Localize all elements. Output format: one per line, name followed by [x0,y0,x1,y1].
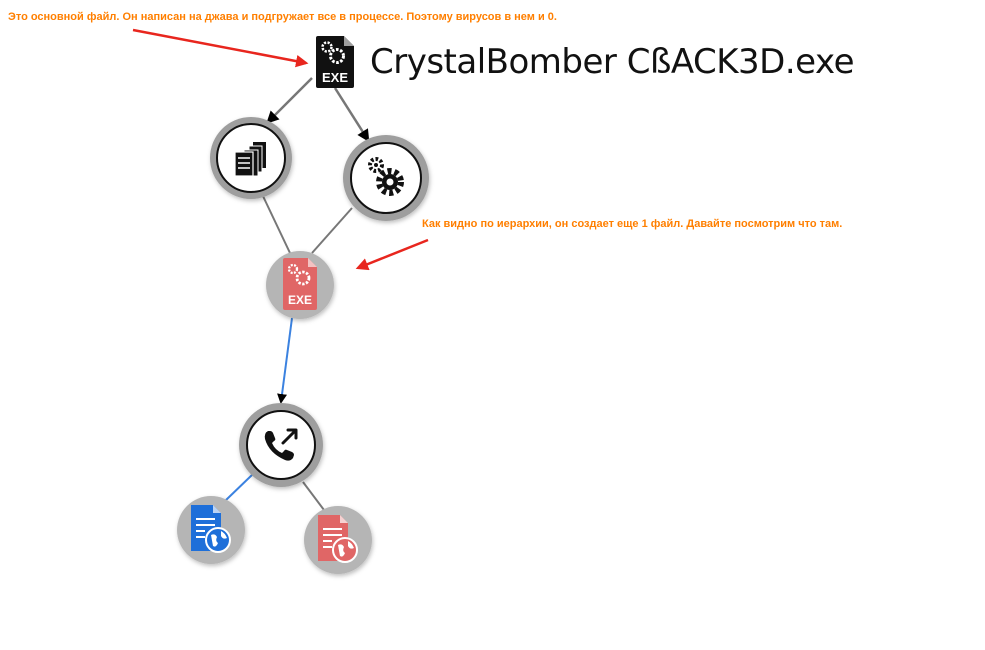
phone-call-icon [264,428,298,461]
node-root-exe[interactable]: EXE [316,36,354,88]
exe-badge-text: EXE [322,70,348,85]
gears-icon [368,157,404,196]
edge-files-to-dropped-exe [261,193,291,254]
edge-root-to-files [266,77,313,124]
edge-processes-to-dropped-exe [311,207,353,254]
root-file-title: CrystalBomber CßACK3D.exe [370,42,855,82]
web-document-icon [191,505,231,553]
annotation-arrow-child [355,238,429,271]
node-web-doc-clean[interactable] [177,496,245,564]
node-processes[interactable] [343,135,429,221]
edge-dropped-exe-to-network [277,317,293,404]
edge-network-to-web-doc-flagged [302,481,325,511]
exe-badge-text: EXE [288,293,312,307]
web-document-icon [318,515,358,563]
edge-root-to-processes [333,87,370,143]
annotation-main-file: Это основной файл. Он написан на джава и… [8,11,557,23]
exe-file-icon: EXE [316,36,354,88]
documents-icon [234,142,266,177]
node-network[interactable] [239,403,323,487]
annotation-arrow-main [132,28,309,68]
exe-file-icon: EXE [283,258,317,310]
node-files[interactable] [210,117,292,199]
graph-edges [225,77,370,511]
annotation-hierarchy: Как видно по иерархии, он создает еще 1 … [422,218,843,230]
node-web-doc-flagged[interactable] [304,506,372,574]
edge-network-to-web-doc-clean [225,473,254,501]
annotation-arrows [132,28,429,271]
node-dropped-exe[interactable]: EXE [266,251,334,319]
